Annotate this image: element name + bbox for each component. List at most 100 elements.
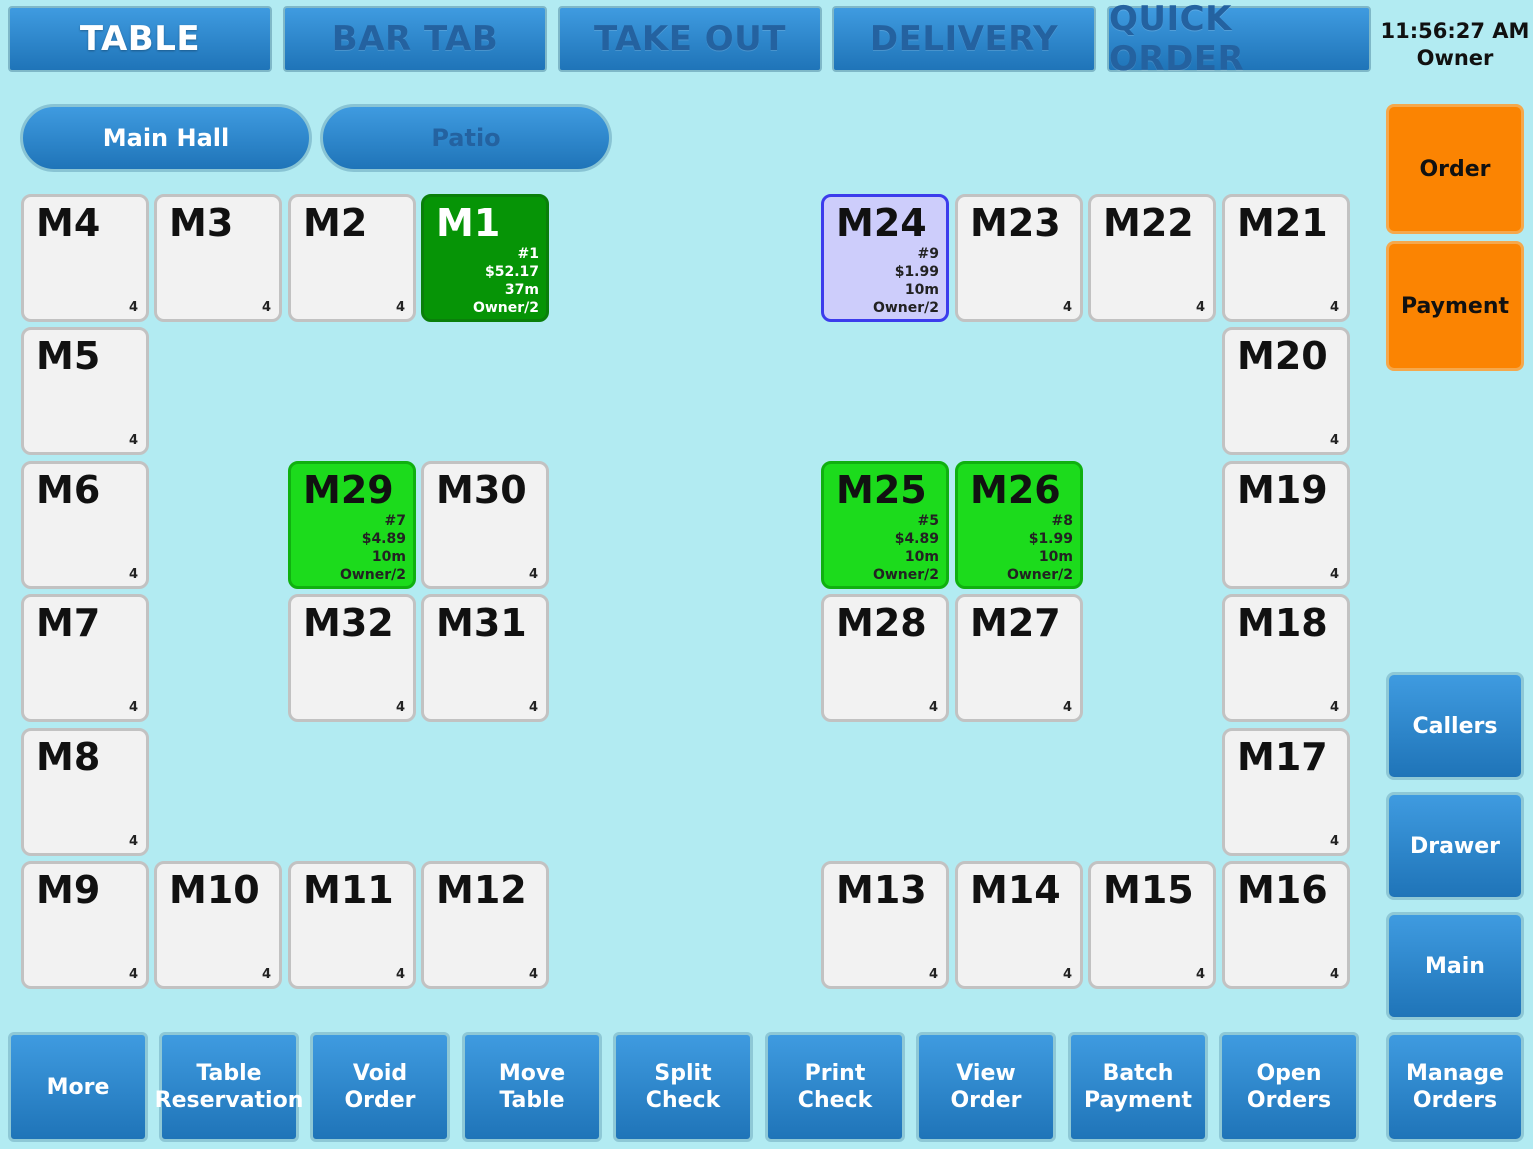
order-number: #7	[384, 513, 406, 529]
tab-delivery[interactable]: DELIVERY	[832, 6, 1096, 72]
table-tile[interactable]: M8 4	[21, 728, 149, 856]
table-seats: 4	[1329, 834, 1339, 849]
order-server: Owner/2	[339, 567, 406, 583]
open-orders-button[interactable]: Open Orders	[1219, 1032, 1359, 1142]
void-order-button[interactable]: Void Order	[310, 1032, 450, 1142]
table-tile[interactable]: M32 4	[288, 594, 416, 722]
table-seats: 4	[528, 700, 538, 715]
table-seats: 4	[1329, 433, 1339, 448]
table-name: M19	[1237, 468, 1328, 512]
order-elapsed: 10m	[904, 282, 939, 298]
table-name: M21	[1237, 201, 1328, 245]
tab-table[interactable]: TABLE	[8, 6, 272, 72]
manage-orders-button[interactable]: Manage Orders	[1386, 1032, 1524, 1142]
table-seats: 4	[928, 700, 938, 715]
table-seats: 4	[1062, 967, 1072, 982]
table-tile-selected[interactable]: M24 #9 $1.99 10m Owner/2	[821, 194, 949, 322]
table-tile[interactable]: M7 4	[21, 594, 149, 722]
table-tile[interactable]: M18 4	[1222, 594, 1350, 722]
callers-button[interactable]: Callers	[1386, 672, 1524, 780]
tab-take-out[interactable]: TAKE OUT	[558, 6, 822, 72]
more-button[interactable]: More	[8, 1032, 148, 1142]
table-seats: 4	[261, 967, 271, 982]
table-order-info: #7 $4.89 10m Owner/2	[340, 512, 406, 584]
order-elapsed: 10m	[1038, 549, 1073, 565]
table-name: M2	[303, 201, 368, 245]
table-tile[interactable]: M21 4	[1222, 194, 1350, 322]
table-tile-occupied[interactable]: M29 #7 $4.89 10m Owner/2	[288, 461, 416, 589]
table-name: M29	[303, 468, 394, 512]
table-tile[interactable]: M23 4	[955, 194, 1083, 322]
table-seats: 4	[395, 700, 405, 715]
table-name: M9	[36, 868, 101, 912]
table-seats: 4	[128, 567, 138, 582]
table-name: M31	[436, 601, 527, 645]
table-tile[interactable]: M19 4	[1222, 461, 1350, 589]
table-name: M20	[1237, 334, 1328, 378]
table-name: M11	[303, 868, 394, 912]
table-tile[interactable]: M11 4	[288, 861, 416, 989]
table-tile[interactable]: M31 4	[421, 594, 549, 722]
table-seats: 4	[928, 967, 938, 982]
table-name: M16	[1237, 868, 1328, 912]
table-tile[interactable]: M16 4	[1222, 861, 1350, 989]
table-seats: 4	[261, 300, 271, 315]
table-tile[interactable]: M12 4	[421, 861, 549, 989]
table-seats: 4	[395, 967, 405, 982]
main-button[interactable]: Main	[1386, 912, 1524, 1020]
order-amount: $4.89	[894, 531, 939, 547]
batch-payment-button[interactable]: Batch Payment	[1068, 1032, 1208, 1142]
table-tile-occupied[interactable]: M26 #8 $1.99 10m Owner/2	[955, 461, 1083, 589]
table-tile[interactable]: M10 4	[154, 861, 282, 989]
table-name: M12	[436, 868, 527, 912]
table-name: M28	[836, 601, 927, 645]
table-tile[interactable]: M20 4	[1222, 327, 1350, 455]
order-button[interactable]: Order	[1386, 104, 1524, 234]
table-tile[interactable]: M9 4	[21, 861, 149, 989]
split-check-button[interactable]: Split Check	[613, 1032, 753, 1142]
order-elapsed: 10m	[371, 549, 406, 565]
table-tile[interactable]: M3 4	[154, 194, 282, 322]
table-tile[interactable]: M22 4	[1088, 194, 1216, 322]
room-main-hall[interactable]: Main Hall	[20, 104, 312, 172]
table-name: M24	[836, 201, 927, 245]
table-name: M7	[36, 601, 101, 645]
print-check-button[interactable]: Print Check	[765, 1032, 905, 1142]
tab-bar-tab[interactable]: BAR TAB	[283, 6, 547, 72]
table-tile[interactable]: M14 4	[955, 861, 1083, 989]
table-seats: 4	[395, 300, 405, 315]
table-reservation-button[interactable]: Table Reservation	[155, 1032, 303, 1142]
table-tile-occupied[interactable]: M25 #5 $4.89 10m Owner/2	[821, 461, 949, 589]
table-name: M25	[836, 468, 927, 512]
table-name: M10	[169, 868, 260, 912]
table-tile[interactable]: M5 4	[21, 327, 149, 455]
room-patio[interactable]: Patio	[320, 104, 612, 172]
drawer-button[interactable]: Drawer	[1386, 792, 1524, 900]
table-name: M4	[36, 201, 101, 245]
view-order-button[interactable]: View Order	[916, 1032, 1056, 1142]
tab-quick-order[interactable]: QUICK ORDER	[1107, 0, 1371, 79]
move-table-button[interactable]: Move Table	[462, 1032, 602, 1142]
table-tile[interactable]: M6 4	[21, 461, 149, 589]
table-name: M22	[1103, 201, 1194, 245]
table-name: M26	[970, 468, 1061, 512]
table-tile[interactable]: M13 4	[821, 861, 949, 989]
table-tile[interactable]: M15 4	[1088, 861, 1216, 989]
table-tile[interactable]: M28 4	[821, 594, 949, 722]
table-tile-occupied[interactable]: M1 #1 $52.17 37m Owner/2	[421, 194, 549, 322]
order-elapsed: 37m	[504, 282, 539, 298]
table-seats: 4	[128, 834, 138, 849]
table-seats: 4	[1062, 300, 1072, 315]
table-tile[interactable]: M17 4	[1222, 728, 1350, 856]
table-order-info: #8 $1.99 10m Owner/2	[1007, 512, 1073, 584]
table-seats: 4	[128, 433, 138, 448]
table-tile[interactable]: M4 4	[21, 194, 149, 322]
table-tile[interactable]: M27 4	[955, 594, 1083, 722]
table-name: M17	[1237, 735, 1328, 779]
current-user: Owner	[1416, 46, 1494, 70]
table-name: M27	[970, 601, 1061, 645]
table-tile[interactable]: M2 4	[288, 194, 416, 322]
table-tile[interactable]: M30 4	[421, 461, 549, 589]
payment-button[interactable]: Payment	[1386, 241, 1524, 371]
table-seats: 4	[128, 967, 138, 982]
